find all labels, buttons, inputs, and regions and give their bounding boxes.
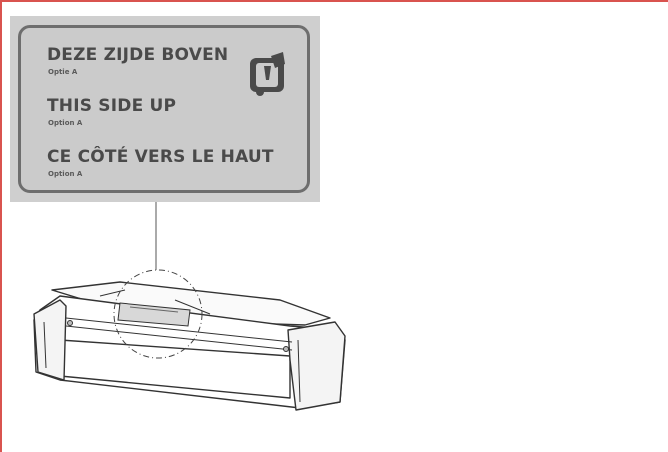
label-heading-english: THIS SIDE UP — [47, 96, 177, 116]
label-option-french: Option A — [48, 170, 83, 178]
label-heading-french: CE CÔTÉ VERS LE HAUT — [47, 147, 274, 167]
label-option-dutch: Optie A — [48, 68, 78, 76]
callout-circle — [113, 269, 203, 359]
this-side-up-label: DEZE ZIJDE BOVEN Optie A THIS SIDE UP Op… — [18, 25, 310, 193]
frame-left-border — [0, 0, 2, 452]
fragile-warning-icon — [250, 52, 285, 96]
printer-details — [43, 289, 301, 403]
frame-top-border — [0, 0, 668, 2]
label-option-english: Option A — [48, 119, 83, 127]
printer-body — [33, 281, 346, 411]
label-heading-dutch: DEZE ZIJDE BOVEN — [47, 45, 229, 65]
